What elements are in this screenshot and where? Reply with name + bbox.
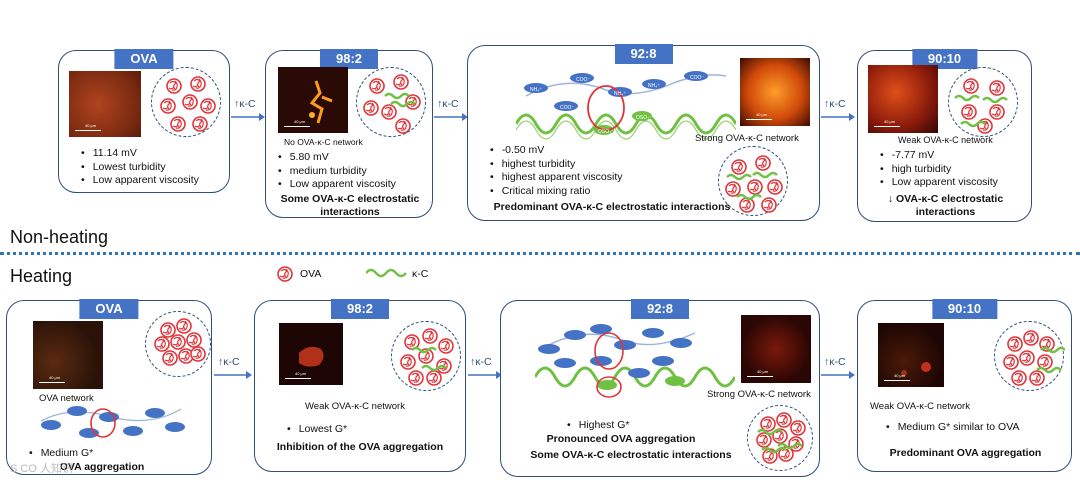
panel-title: OVA xyxy=(79,299,139,319)
arrow-label: ↑κ-C xyxy=(470,356,492,368)
increase-kc-arrow xyxy=(821,113,855,121)
ova-legend-icon xyxy=(277,266,293,282)
svg-text:COO⁻: COO⁻ xyxy=(560,105,574,111)
conclusion-text: Some OVA-κ-C electrostatic interactions xyxy=(530,449,732,461)
panel-title: 92:8 xyxy=(614,44,673,64)
top-panel-ova: OVA 40 μm 11.14 mVLowest turbidityLow ap… xyxy=(58,49,230,193)
bottom-panel-ova: OVA 40 μm OVA network Medium G* OVA aggr… xyxy=(6,299,212,475)
panel-title: 92:8 xyxy=(630,299,690,319)
ova-kc-network-diagram xyxy=(718,146,788,216)
property-list: 5.80 mVmedium turbidityLow apparent visc… xyxy=(278,151,396,192)
ova-dispersion-diagram xyxy=(151,67,221,137)
arrow-label: ↑κ-C xyxy=(824,98,846,110)
watermark: S CO 人知识 xyxy=(10,463,73,475)
conclusion-text: Inhibition of the OVA aggregation xyxy=(276,441,444,453)
network-label: Strong OVA-κ-C network xyxy=(707,389,811,400)
svg-text:OSO₃⁻: OSO₃⁻ xyxy=(636,115,652,121)
micrograph-image: 40 μm xyxy=(69,71,141,137)
arrow-label: ↑κ-C xyxy=(824,356,846,368)
arrow-label: ↑κ-C xyxy=(437,98,459,110)
top-panel-92-8: 92:8 NH₄⁺ COO⁻ NH₄⁺ NH₄⁺ COO⁻ COO⁻ OSO₃⁻… xyxy=(467,44,820,221)
conclusion-text: Predominant OVA-κ-C electrostatic intera… xyxy=(493,201,731,213)
section-divider xyxy=(0,252,1080,255)
property-list: Highest G* xyxy=(567,419,630,433)
property-list: Medium G* similar to OVA xyxy=(886,421,1020,435)
svg-text:COO⁻: COO⁻ xyxy=(576,77,590,83)
conclusion-text: OVA aggregation xyxy=(59,461,145,473)
property-list: -0.50 mVhighest turbidityhighest apparen… xyxy=(490,144,623,198)
svg-text:NH₄⁺: NH₄⁺ xyxy=(614,91,626,97)
network-label: Weak OVA-κ-C network xyxy=(305,401,405,412)
ova-kc-diagram xyxy=(391,321,461,391)
increase-kc-arrow xyxy=(214,371,252,379)
panel-title: 90:10 xyxy=(911,49,978,69)
increase-kc-arrow xyxy=(821,371,855,379)
property-list: 11.14 mVLowest turbidityLow apparent vis… xyxy=(81,147,199,188)
ova-network-diagram xyxy=(40,406,185,438)
micrograph-image: 40 μm xyxy=(741,315,811,383)
panel-title: 98:2 xyxy=(319,49,379,69)
panel-title: 90:10 xyxy=(931,299,998,319)
conclusion-text: Predominant OVA aggregation xyxy=(889,447,1042,459)
legend-kc-label: κ-C xyxy=(412,268,429,280)
arrow-label: ↑κ-C xyxy=(234,98,256,110)
network-label: Weak OVA-κ-C network xyxy=(898,135,993,145)
increase-kc-arrow xyxy=(468,371,502,379)
top-panel-90-10: 90:10 40 μm Weak OVA-κ-C network -7.77 m… xyxy=(857,49,1032,222)
bottom-panel-92-8: 92:8 40 μm Strong OVA-κ-C network Highes… xyxy=(500,299,820,477)
bottom-panel-90-10: 90:10 40 μm Weak OVA-κ-C network Medium … xyxy=(857,299,1072,472)
network-label: OVA network xyxy=(39,393,94,404)
network-label: Strong OVA-κ-C network xyxy=(695,133,799,144)
ova-aggregate-diagram xyxy=(145,311,211,377)
property-list: Lowest G* xyxy=(287,423,347,437)
micrograph-image: 40 μm xyxy=(878,323,944,387)
network-label: Weak OVA-κ-C network xyxy=(870,401,970,412)
bottom-panel-98-2: 98:2 40 μm Weak OVA-κ-C network Lowest G… xyxy=(254,299,466,472)
electrostatic-interaction-diagram xyxy=(535,324,735,398)
conclusion-text: Pronounced OVA aggregation xyxy=(546,433,696,445)
property-list: -7.77 mVhigh turbidityLow apparent visco… xyxy=(880,149,998,190)
conclusion-text: Some OVA-κ-C electrostatic interactions xyxy=(280,193,420,218)
electrostatic-interaction-diagram: NH₄⁺ COO⁻ NH₄⁺ NH₄⁺ COO⁻ COO⁻ OSO₃⁻ OSO₃… xyxy=(516,71,736,140)
micrograph-image: 40 μm xyxy=(278,67,348,133)
micrograph-image: 40 μm xyxy=(33,321,103,389)
increase-kc-arrow xyxy=(231,113,265,121)
charge-label: NH₄⁺ xyxy=(530,87,542,93)
conclusion-text: ↓ OVA-κ-C electrostatic interactions xyxy=(887,193,1004,218)
kc-legend-icon xyxy=(366,268,407,278)
increase-kc-arrow xyxy=(434,113,468,121)
micrograph-image: 40 μm xyxy=(868,65,938,133)
top-panel-98-2: 98:2 40 μm No OVA-κ-C network 5.80 mVmed… xyxy=(265,49,433,218)
panel-title: 98:2 xyxy=(330,299,390,319)
ova-kc-aggregate-diagram xyxy=(994,321,1067,391)
network-label: No OVA-κ-C network xyxy=(284,137,363,147)
section-label-heating: Heating xyxy=(10,266,73,286)
micrograph-image: 40 μm xyxy=(279,323,343,385)
arrow-label: ↑κ-C xyxy=(218,356,240,368)
section-label-non-heating: Non-heating xyxy=(10,227,109,247)
ova-kc-diagram xyxy=(356,67,426,137)
property-list: Medium G* xyxy=(29,447,94,461)
legend-ova-label: OVA xyxy=(300,268,322,280)
svg-text:COO⁻: COO⁻ xyxy=(690,75,704,81)
ova-kc-diagram xyxy=(948,67,1018,137)
panel-title: OVA xyxy=(114,49,174,69)
svg-text:OSO₃⁻: OSO₃⁻ xyxy=(598,129,614,135)
micrograph-image: 40 μm xyxy=(740,58,810,126)
ova-kc-aggregate-diagram xyxy=(747,405,813,471)
svg-text:NH₄⁺: NH₄⁺ xyxy=(648,83,660,89)
